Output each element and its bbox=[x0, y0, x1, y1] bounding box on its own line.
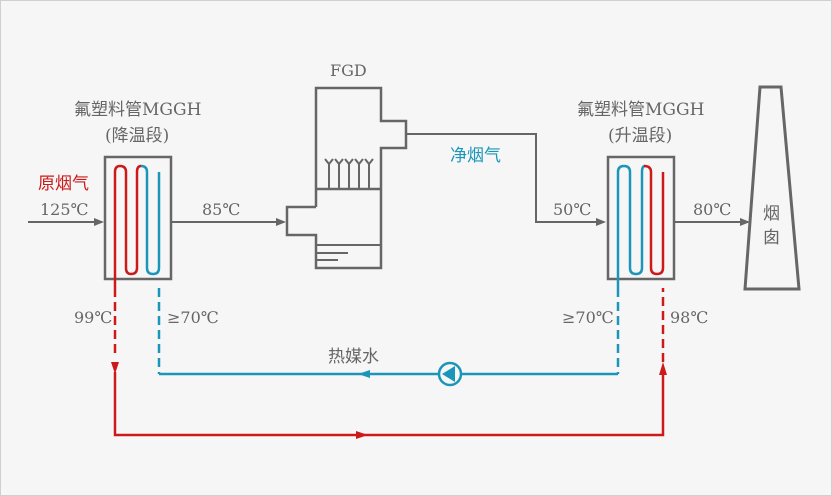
heater-inlet-arrow-icon bbox=[596, 218, 606, 226]
heater-hot-coil bbox=[643, 164, 665, 276]
inlet-temp-label: 125℃ bbox=[40, 200, 88, 219]
hot-up-arrow-icon bbox=[659, 362, 667, 375]
heater-mggh[interactable] bbox=[606, 155, 676, 288]
raw-gas-label: 原烟气 bbox=[38, 174, 89, 194]
heater-cold-coil bbox=[616, 164, 646, 288]
outlet-temp-label: 80℃ bbox=[693, 200, 731, 219]
chimney-inlet-arrow-icon bbox=[740, 218, 750, 226]
heater-box bbox=[606, 155, 676, 281]
heater-title: 氟塑料管MGGH bbox=[577, 100, 704, 120]
after-cooler-temp-label: 85℃ bbox=[202, 200, 240, 219]
heater-cold-water-temp: ≥70℃ bbox=[562, 308, 614, 327]
flue-gas-path bbox=[28, 133, 750, 226]
chimney-label-2: 囱 bbox=[763, 228, 780, 248]
cooler-cold-water-temp: ≥70℃ bbox=[167, 308, 219, 327]
before-heater-temp-label: 50℃ bbox=[553, 200, 591, 219]
hot-flow-arrow-icon bbox=[356, 431, 368, 439]
fgd-label: FGD bbox=[330, 61, 367, 80]
circulation-pump-icon[interactable] bbox=[437, 361, 463, 387]
fgd-to-heater-line bbox=[406, 133, 604, 223]
cooler-hot-coil bbox=[113, 164, 142, 288]
chimney-label-1: 烟 bbox=[763, 204, 780, 224]
fgd-inlet-arrow-icon bbox=[276, 218, 286, 226]
cooler-hot-water-temp: 99℃ bbox=[74, 308, 112, 327]
chimney-icon[interactable] bbox=[743, 85, 801, 291]
cooler-cold-coil bbox=[140, 164, 161, 276]
hot-down-arrow-icon bbox=[111, 362, 119, 374]
cold-flow-arrow-icon bbox=[358, 370, 370, 378]
inlet-arrow-icon bbox=[94, 218, 104, 226]
fgd-tower[interactable] bbox=[285, 86, 408, 270]
clean-gas-label: 净烟气 bbox=[450, 146, 501, 166]
cooler-box bbox=[103, 155, 173, 281]
cooler-title: 氟塑料管MGGH bbox=[74, 100, 201, 120]
cooler-mggh[interactable] bbox=[103, 155, 173, 288]
heater-hot-water-temp: 98℃ bbox=[670, 308, 708, 327]
hot-water-return-line bbox=[113, 372, 665, 437]
fgd-spray-nozzles-icon bbox=[324, 158, 374, 189]
heat-medium-loop bbox=[111, 288, 667, 439]
heat-medium-water-label: 热媒水 bbox=[328, 347, 379, 367]
fgd-outline bbox=[285, 86, 408, 270]
heater-subtitle: (升温段) bbox=[608, 126, 672, 146]
cooler-subtitle: (降温段) bbox=[105, 126, 169, 146]
